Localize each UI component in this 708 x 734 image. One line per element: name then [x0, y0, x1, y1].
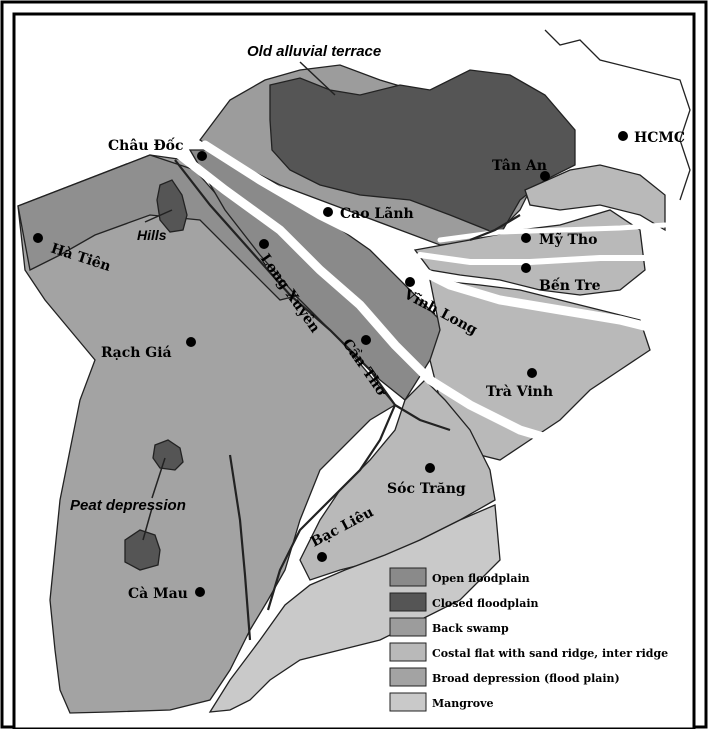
annotation-hills: Hills [137, 227, 167, 243]
city-label-ca-mau: Cà Mau [128, 586, 188, 602]
city-dot-ha-tien [33, 233, 43, 243]
legend-label-broad-depression: Broad depression (flood plain) [432, 672, 620, 685]
river-hau [175, 150, 625, 460]
city-dot-can-tho [361, 335, 371, 345]
legend-swatch-open-floodplain [389, 567, 427, 587]
city-dot-ca-mau [195, 587, 205, 597]
city-label-hcmc: HCMC [634, 130, 685, 146]
city-label-rach-gia: Rạch Giá [101, 345, 172, 361]
river-branch-1 [417, 252, 663, 265]
legend-label-coastal-flat: Costal flat with sand ridge, inter ridge [432, 647, 668, 660]
annotation-peat: Peat depression [70, 497, 186, 514]
city-dot-chau-doc [197, 151, 207, 161]
city-label-ben-tre: Bến Tre [539, 276, 601, 294]
peat-depression-shape-1 [152, 439, 184, 471]
city-label-chau-doc: Châu Đốc [108, 136, 184, 154]
legend-label-open-floodplain: Open floodplain [432, 572, 530, 585]
city-label-my-tho: Mỹ Tho [539, 231, 597, 248]
rivers [175, 140, 668, 460]
legend-label-back-swamp: Back swamp [432, 622, 509, 635]
city-dot-long-xuyen [259, 239, 269, 249]
region-closed-floodplain [269, 69, 576, 236]
legend-label-closed-floodplain: Closed floodplain [432, 597, 539, 610]
legend: Open floodplain Closed floodplain Back s… [389, 567, 668, 712]
river-tien [200, 140, 665, 335]
annotation-terrace: Old alluvial terrace [247, 43, 381, 60]
peat-depression-shape-2 [124, 529, 161, 571]
legend-swatch-back-swamp [389, 617, 427, 637]
city-label-cao-lanh: Cao Lãnh [340, 205, 414, 222]
legend-swatch-mangrove [389, 692, 427, 712]
city-dot-rach-gia [186, 337, 196, 347]
city-dot-ben-tre [521, 263, 531, 273]
city-dot-soc-trang [425, 463, 435, 473]
legend-swatch-coastal-flat [389, 642, 427, 662]
city-dot-my-tho [521, 233, 531, 243]
city-dot-tan-an [540, 171, 550, 181]
city-dot-vinh-long [405, 277, 415, 287]
legend-swatch-broad-depression [389, 667, 427, 687]
river-branch-2 [437, 222, 668, 243]
city-label-soc-trang: Sóc Trăng [387, 481, 466, 497]
city-dot-tra-vinh [527, 368, 537, 378]
boundary-lines [174, 159, 521, 641]
legend-label-mangrove: Mangrove [432, 697, 494, 710]
city-dot-hcmc [618, 131, 628, 141]
city-dot-bac-lieu [317, 552, 327, 562]
city-label-tra-vinh: Trà Vinh [486, 384, 553, 400]
hills-shape [156, 179, 188, 233]
city-label-tan-an: Tân An [492, 158, 547, 174]
city-dot-cao-lanh [323, 207, 333, 217]
hcmc-boundary [544, 29, 691, 201]
region-mangrove [208, 504, 501, 713]
region-coastal-east-3 [524, 164, 666, 232]
legend-swatch-closed-floodplain [389, 592, 427, 612]
